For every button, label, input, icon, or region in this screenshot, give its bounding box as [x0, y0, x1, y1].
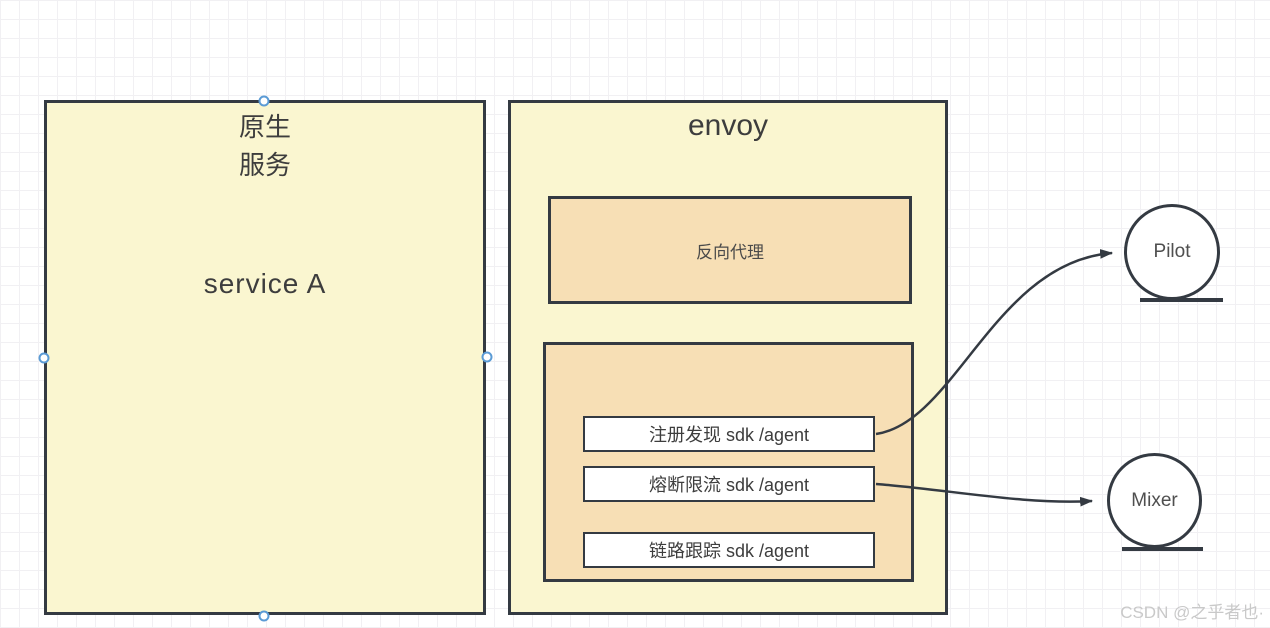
native-service-title: 原生 服务	[238, 112, 291, 180]
connection-handle-top[interactable]	[258, 95, 270, 107]
sdk-box-label: 链路跟踪 sdk /agent	[648, 541, 810, 561]
sdk-box-trace[interactable]: 链路跟踪 sdk /agent	[583, 532, 875, 568]
sdk-box-registry-discovery[interactable]: 注册发现 sdk /agent	[583, 416, 875, 452]
reverse-proxy-box[interactable]: 反向代理	[548, 196, 912, 304]
connection-handle-bottom[interactable]	[258, 610, 270, 622]
envoy-title: envoy	[687, 109, 769, 142]
mixer-node[interactable]: Mixer	[1107, 453, 1202, 548]
connector-ratelimit-to-mixer[interactable]	[875, 482, 1094, 507]
connection-handle-right[interactable]	[481, 351, 493, 363]
service-a-label: service A	[203, 268, 327, 299]
mixer-label: Mixer	[1131, 489, 1178, 511]
connector-registry-to-pilot[interactable]	[875, 249, 1114, 436]
sdk-box-label: 熔断限流 sdk /agent	[648, 475, 810, 495]
csdn-watermark: CSDN @之乎者也·	[1120, 603, 1264, 622]
sdk-box-label: 注册发现 sdk /agent	[648, 425, 810, 445]
reverse-proxy-label: 反向代理	[696, 242, 764, 262]
connection-handle-left[interactable]	[38, 352, 50, 364]
pilot-label: Pilot	[1153, 241, 1191, 262]
sdk-box-circuit-ratelimit[interactable]: 熔断限流 sdk /agent	[583, 466, 875, 502]
native-service-box[interactable]: 原生 服务 service A	[44, 100, 486, 615]
pilot-node[interactable]: Pilot	[1124, 204, 1220, 300]
